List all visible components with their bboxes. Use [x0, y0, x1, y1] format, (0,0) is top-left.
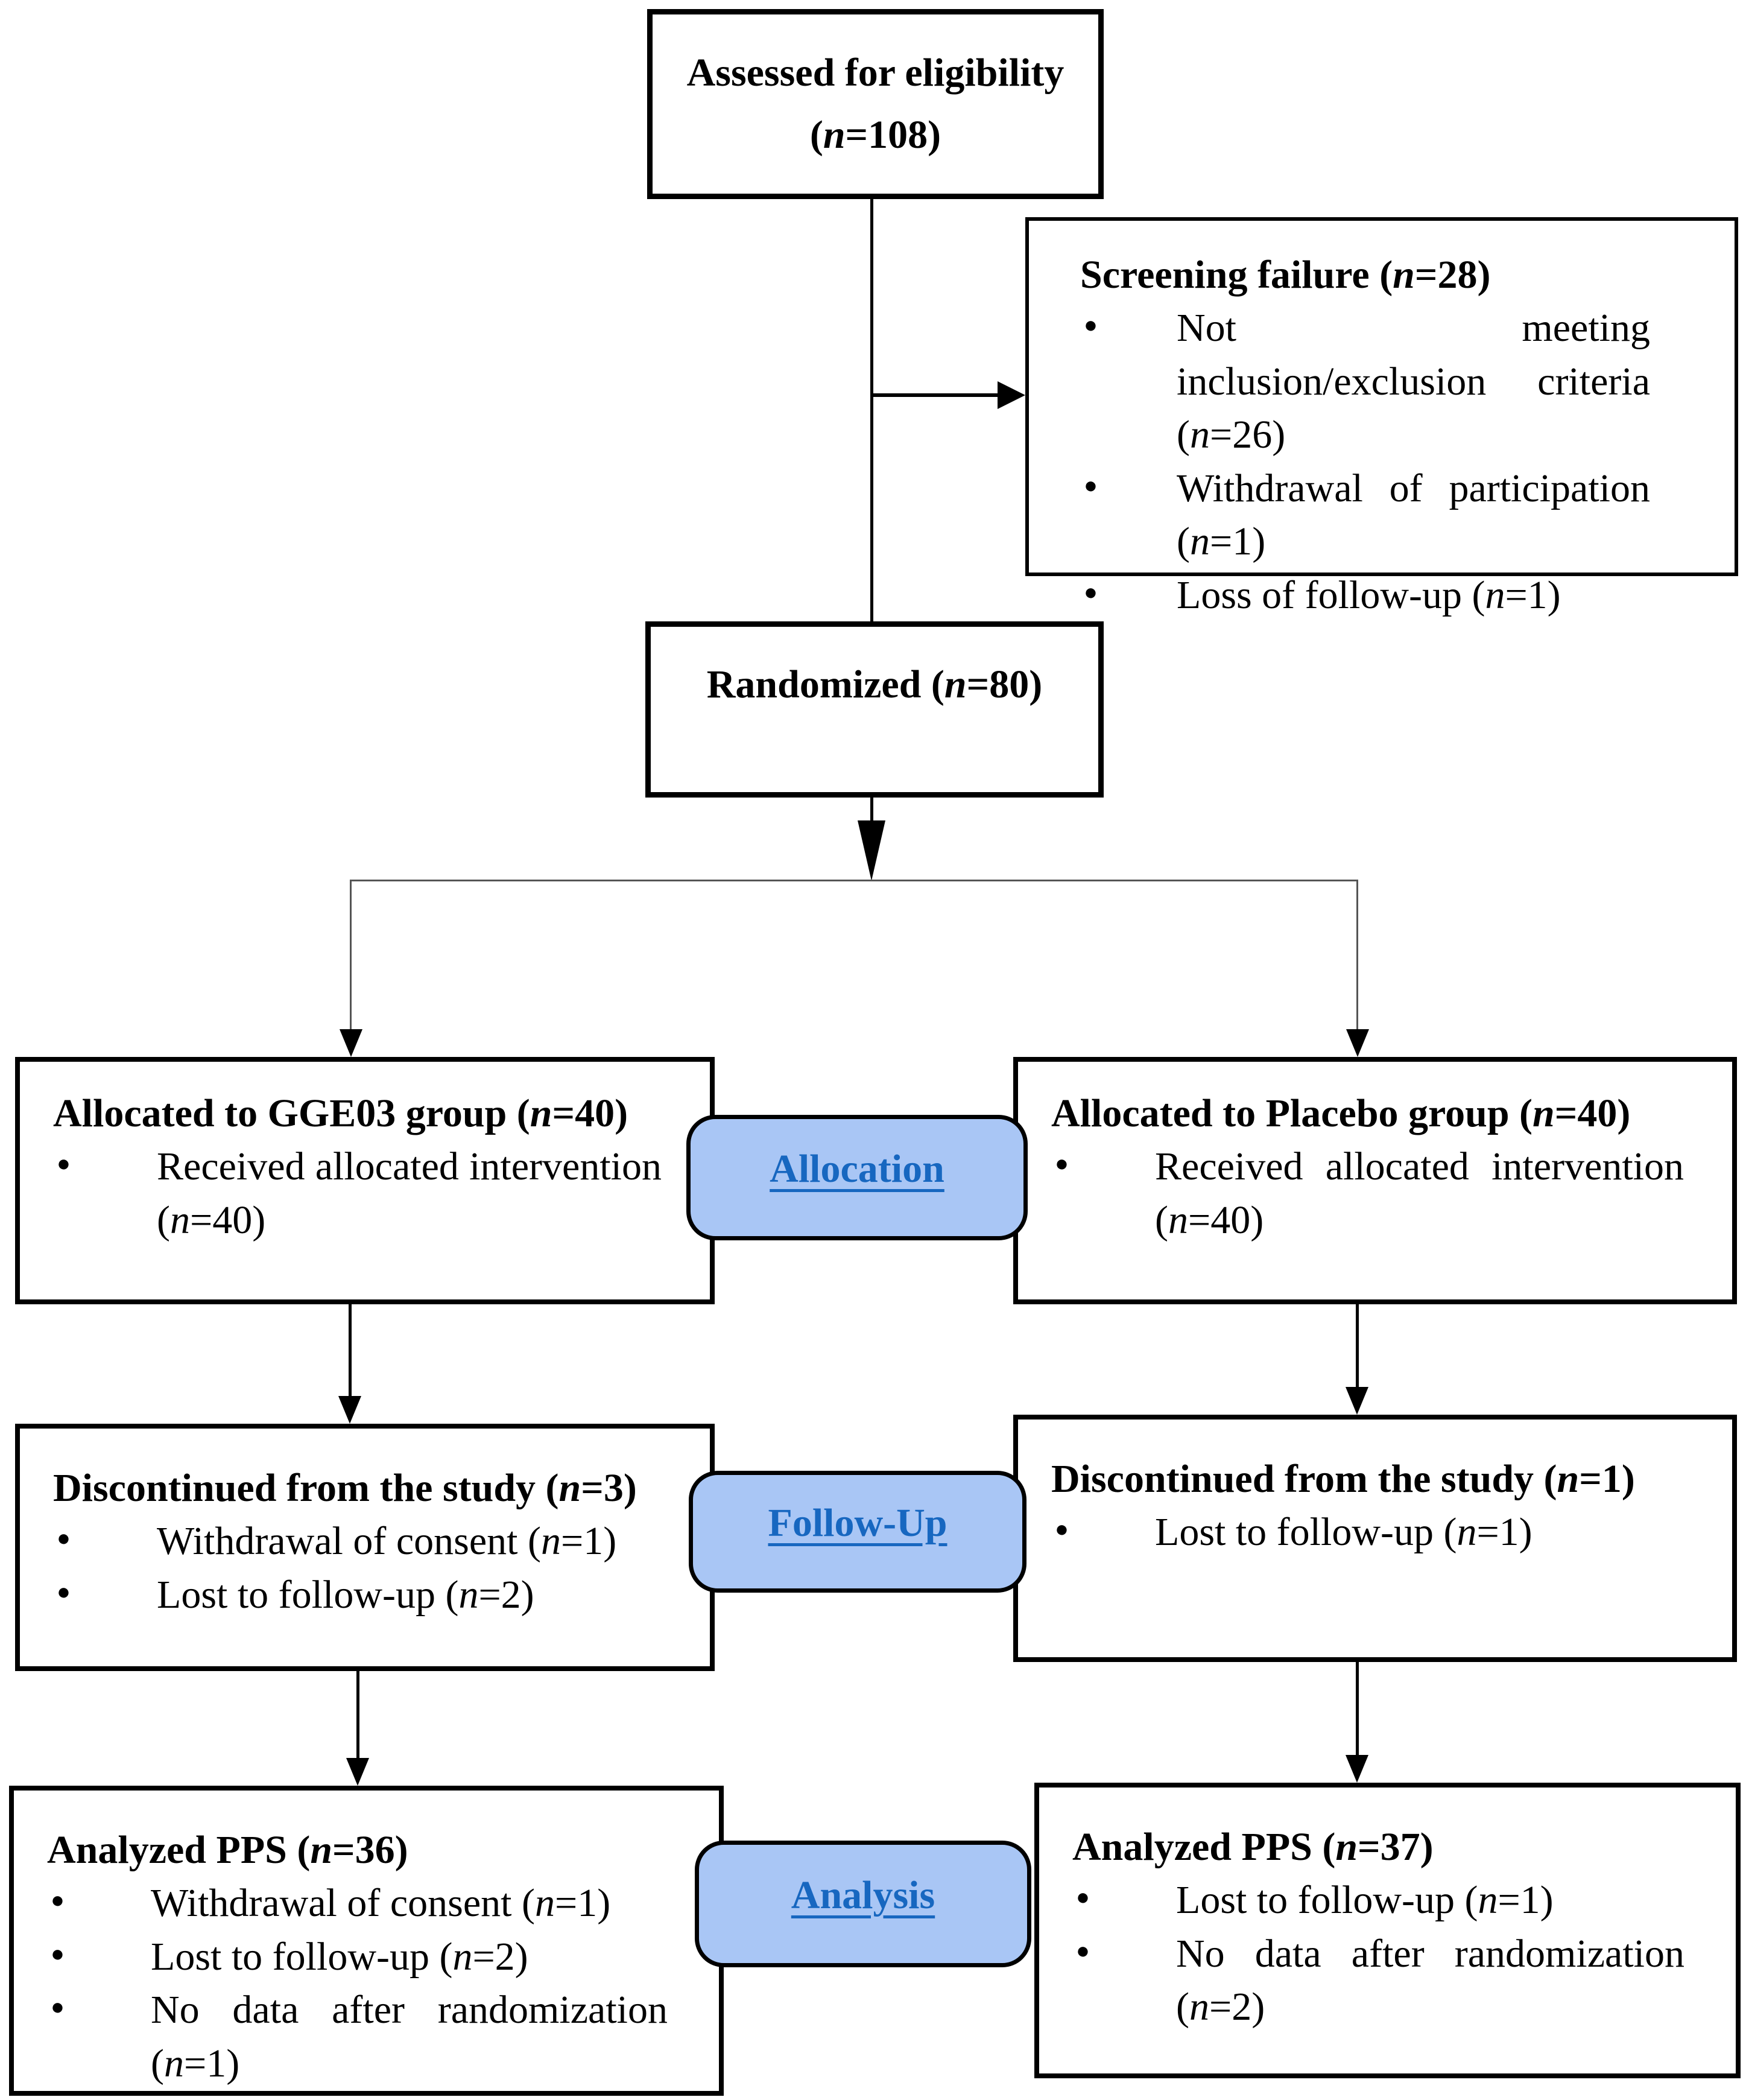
connector-line: [870, 798, 873, 823]
discontinued-placebo-box: Discontinued from the study (n=1) Lost t…: [1013, 1415, 1737, 1662]
screening-failure-box: Screening failure (n=28) Not meeting inc…: [1025, 217, 1738, 617]
stage-label-followup: Follow-Up: [689, 1471, 1026, 1593]
arrowhead-down-icon: [338, 1396, 361, 1424]
list-item: No data after randomization (n=1): [47, 1984, 686, 2090]
list-item: Loss of follow-up (n=1): [1080, 569, 1698, 622]
list-item: Lost to follow-up (n=2): [53, 1569, 680, 1622]
allocated-placebo-box: Allocated to Placebo group (n=40) Receiv…: [1013, 1057, 1737, 1304]
box-title: Analyzed PPS (n=37): [1072, 1825, 1434, 1869]
box-title: Analyzed PPS (n=36): [47, 1828, 408, 1872]
branch-line: [350, 880, 1358, 881]
bullet-list: Received allocated intervention (n=40): [1051, 1140, 1702, 1247]
box-title: Screening failure (n=28): [1080, 253, 1491, 297]
list-item: Lost to follow-up (n=1): [1051, 1506, 1702, 1559]
connector-line: [870, 199, 873, 621]
connector-line: [872, 393, 1000, 397]
branch-line: [1356, 880, 1358, 1032]
analyzed-pps-gge03-box: Analyzed PPS (n=36) Withdrawal of consen…: [9, 1786, 724, 2096]
arrowhead-down-icon: [1346, 1029, 1369, 1057]
list-item: Withdrawal of participation (n=1): [1080, 462, 1698, 569]
arrowhead-down-icon: [346, 1758, 369, 1786]
list-item: Received allocated intervention (n=40): [1051, 1140, 1702, 1247]
connector-line: [349, 1304, 352, 1397]
arrowhead-down-icon: [1346, 1387, 1368, 1415]
list-item: Lost to follow-up (n=1): [1072, 1874, 1703, 1927]
arrowhead-down-icon: [340, 1029, 362, 1057]
bullet-list: Not meeting inclusion/exclusion criteria…: [1080, 302, 1698, 622]
connector-line: [1356, 1662, 1359, 1756]
bullet-list: Lost to follow-up (n=1) No data after ra…: [1072, 1874, 1703, 2034]
list-item: Lost to follow-up (n=2): [47, 1930, 686, 1984]
connector-line: [1356, 1304, 1359, 1388]
assessed-eligibility-box: Assessed for eligibility (n=108): [647, 9, 1104, 199]
bullet-list: Withdrawal of consent (n=1) Lost to foll…: [47, 1877, 686, 2090]
branch-line: [350, 880, 352, 1032]
list-item: Not meeting inclusion/exclusion criteria…: [1080, 302, 1698, 462]
allocated-gge03-box: Allocated to GGE03 group (n=40) Received…: [15, 1057, 715, 1304]
box-title: Discontinued from the study (n=3): [53, 1466, 637, 1510]
bullet-list: Received allocated intervention (n=40): [53, 1140, 680, 1247]
arrowhead-down-icon: [1346, 1755, 1368, 1783]
arrowhead-right-icon: [998, 381, 1025, 409]
bullet-list: Lost to follow-up (n=1): [1051, 1506, 1702, 1559]
box-title: Randomized (n=80): [706, 662, 1043, 706]
list-item: Withdrawal of consent (n=1): [53, 1515, 680, 1568]
arrowhead-down-icon: [858, 820, 885, 881]
box-title: Allocated to Placebo group (n=40): [1051, 1091, 1631, 1135]
discontinued-gge03-box: Discontinued from the study (n=3) Withdr…: [15, 1424, 715, 1671]
box-title: Allocated to GGE03 group (n=40): [53, 1091, 628, 1135]
list-item: No data after randomization (n=2): [1072, 1927, 1703, 2034]
connector-line: [356, 1671, 359, 1759]
randomized-box: Randomized (n=80): [645, 621, 1104, 798]
list-item: Received allocated intervention (n=40): [53, 1140, 680, 1247]
bullet-list: Withdrawal of consent (n=1) Lost to foll…: [53, 1515, 680, 1622]
list-item: Withdrawal of consent (n=1): [47, 1877, 686, 1930]
box-title: Discontinued from the study (n=1): [1051, 1457, 1635, 1501]
stage-label-allocation: Allocation: [686, 1115, 1028, 1240]
box-title: Assessed for eligibility (n=108): [686, 51, 1064, 157]
analyzed-pps-placebo-box: Analyzed PPS (n=37) Lost to follow-up (n…: [1034, 1783, 1741, 2078]
stage-label-analysis: Analysis: [695, 1841, 1031, 1967]
